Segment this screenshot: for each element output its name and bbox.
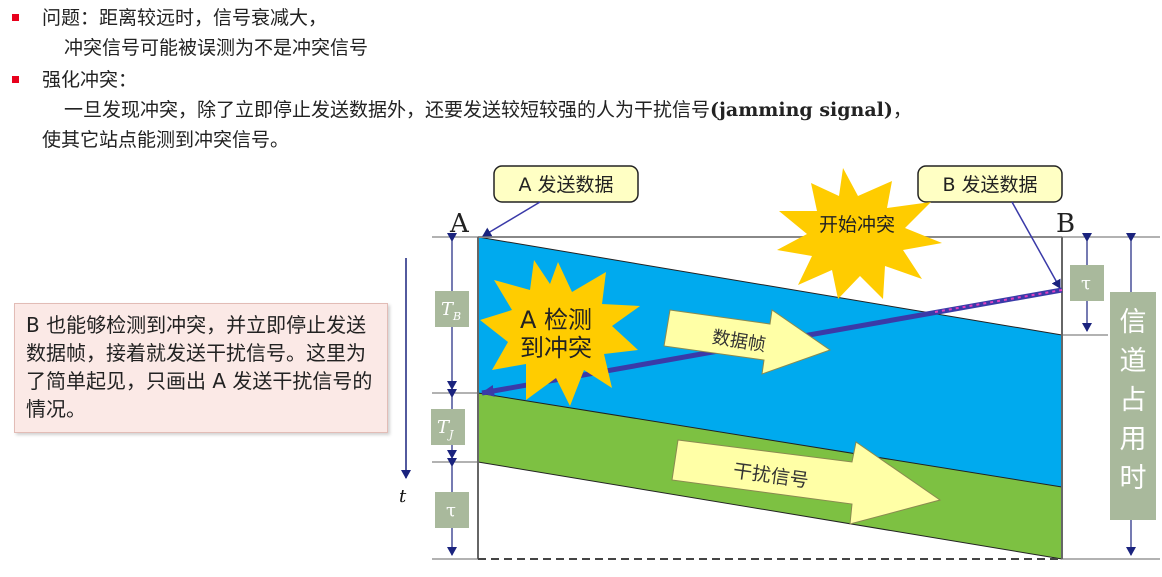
callout-a-pointer — [482, 201, 541, 237]
channel-time-char: 道 — [1120, 346, 1147, 377]
band-border — [477, 461, 1063, 560]
channel-time-box — [1110, 292, 1156, 520]
callout-a-send-text: A 发送数据 — [518, 174, 613, 196]
tj-label: TJ — [437, 417, 454, 441]
callout-b-send — [917, 165, 1063, 203]
channel-time-label: 信 道 占 用 时 间 — [1120, 307, 1147, 494]
station-b-label: B — [1056, 209, 1075, 239]
a-detect-collision-burst — [480, 260, 640, 406]
channel-time-char: 信 — [1120, 307, 1147, 338]
bullet-2-line-1: 强化冲突： — [42, 69, 138, 91]
station-a-label: A — [449, 209, 470, 239]
note-text: B 也能够检测到冲突，并立即停止发送数据帧，接着就发送干扰信号。这里为了简单起见… — [26, 313, 373, 421]
bullet-marker — [12, 76, 19, 83]
bullet-2-text: 一旦发现冲突，除了立即停止发送数据外，还要发送较短较强的人为干扰信号 — [64, 99, 711, 121]
note-box — [14, 303, 388, 433]
tau-left-label: τ — [446, 500, 456, 521]
callout-a-send — [493, 165, 639, 203]
tb-label-box — [435, 291, 469, 327]
bullet-2-line-3: 使其它站点能测到冲突信号。 — [42, 129, 290, 151]
a-detect-text-line-1: A 检测 — [520, 306, 592, 334]
callout-b-send-text: B 发送数据 — [942, 174, 1037, 196]
tb-label: TB — [441, 299, 461, 323]
tau-right-label: τ — [1081, 273, 1091, 294]
a-detect-text-line-2: 到冲突 — [520, 334, 592, 362]
bullet-1-line-1: 问题：距离较远时，信号衰减大， — [42, 7, 328, 29]
channel-time-char: 时 — [1120, 463, 1147, 494]
band-border — [477, 392, 1063, 488]
bullet-1-line-2: 冲突信号可能被误测为不是冲突信号 — [64, 37, 369, 59]
start-collision-burst — [777, 168, 942, 299]
tau-right-label-box — [1070, 265, 1104, 301]
tj-label-box — [431, 409, 465, 445]
tau-left-label-box — [435, 492, 469, 528]
data-frame-arrow — [663, 309, 832, 375]
channel-time-char: 占 — [1120, 385, 1147, 416]
b-signal-noise — [934, 289, 1063, 313]
jamming-signal-term: (jamming signal) — [710, 99, 893, 121]
callout-b-pointer — [1011, 201, 1061, 289]
channel-time-char: 用 — [1120, 424, 1147, 455]
band-border — [477, 236, 1063, 336]
bullet-2-tail: ， — [892, 99, 912, 121]
jamming-signal-arrow — [671, 439, 942, 525]
start-collision-text: 开始冲突 — [819, 214, 895, 236]
bullet-marker — [12, 14, 19, 21]
bullet-2-line-2: 一旦发现冲突，除了立即停止发送数据外，还要发送较短较强的人为干扰信号(jammi… — [64, 98, 912, 122]
time-axis-label: t — [399, 486, 407, 507]
